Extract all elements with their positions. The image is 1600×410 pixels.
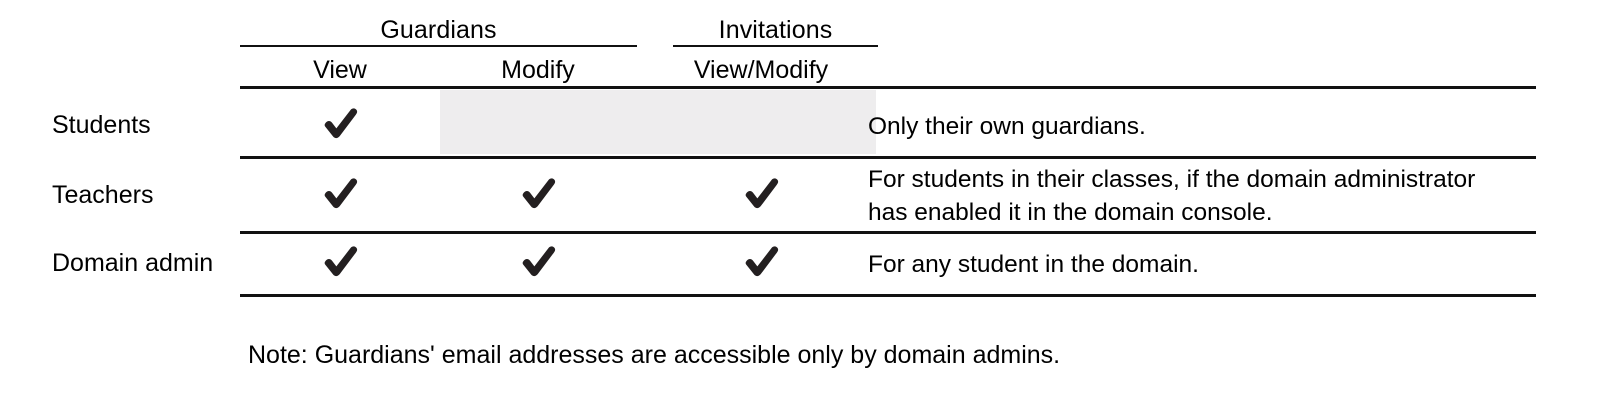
disabled-cell-shading xyxy=(440,90,876,154)
check-icon xyxy=(738,170,784,216)
column-group-rule-guardians xyxy=(240,45,637,47)
column-header-view: View xyxy=(313,56,367,84)
column-group-header-guardians: Guardians xyxy=(380,16,497,44)
check-icon xyxy=(317,170,363,216)
row-description-students: Only their own guardians. xyxy=(868,113,1146,140)
column-header-modify: Modify xyxy=(501,56,575,84)
table-footnote: Note: Guardians' email addresses are acc… xyxy=(248,341,1061,369)
column-header-view-modify: View/Modify xyxy=(693,56,829,84)
table-rule-after-teachers xyxy=(240,231,1536,234)
row-label-teachers: Teachers xyxy=(52,181,154,209)
check-icon xyxy=(317,238,363,284)
row-label-students: Students xyxy=(52,111,151,139)
column-group-rule-invitations xyxy=(673,45,878,47)
row-description-teachers-line2: has enabled it in the domain console. xyxy=(868,199,1273,226)
check-icon xyxy=(515,170,561,216)
table-rule-after-students xyxy=(240,156,1536,159)
table-rule-bottom xyxy=(240,294,1536,297)
check-icon xyxy=(317,100,363,146)
column-group-header-invitations: Invitations xyxy=(718,16,833,44)
check-icon xyxy=(738,238,784,284)
table-rule-header-bottom xyxy=(240,86,1536,89)
check-icon xyxy=(515,238,561,284)
row-label-domain-admin: Domain admin xyxy=(52,249,214,277)
row-description-teachers-line1: For students in their classes, if the do… xyxy=(868,166,1476,193)
row-description-domain-admin: For any student in the domain. xyxy=(868,251,1199,278)
